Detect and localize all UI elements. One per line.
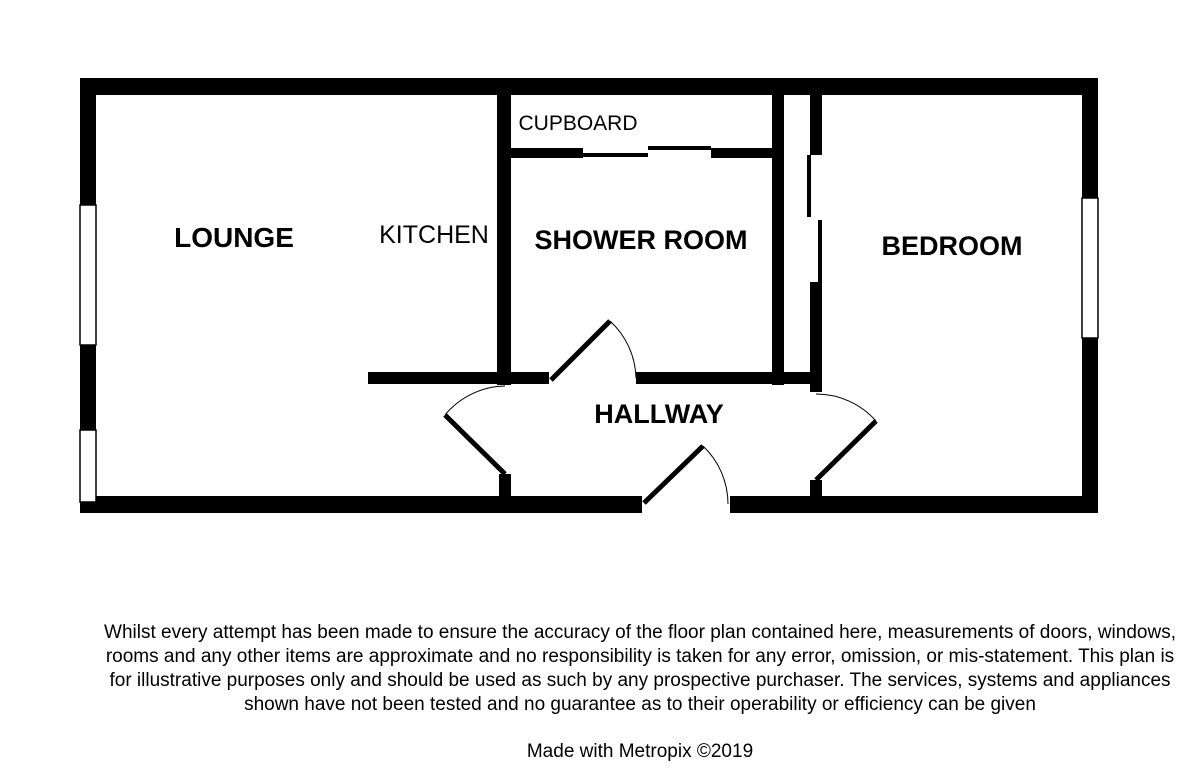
disclaimer-text: Whilst every attempt has been made to en… (104, 622, 1176, 715)
interior-walls (368, 95, 822, 496)
wardrobe-sliding-door-2 (818, 220, 822, 282)
room-label-cupboard: CUPBOARD (518, 112, 637, 135)
wall-bottom-right (730, 496, 1098, 513)
wall-bedroom-left-lower (810, 282, 822, 392)
wall-top (80, 78, 1098, 95)
cupboard-sliding-door-1 (583, 153, 648, 157)
wall-hallway-left-stub (499, 474, 511, 496)
wall-lounge-hallway (368, 372, 549, 384)
door-bedroom-leaf (814, 419, 878, 482)
room-label-kitchen: KITCHEN (379, 221, 489, 249)
wall-cupboard-left (511, 148, 583, 158)
door-shower-swing (609, 320, 637, 379)
doors (443, 319, 878, 505)
door-lounge-leaf (443, 413, 507, 476)
wardrobe-sliding-door-1 (807, 155, 811, 217)
credit-text: Made with Metropix ©2019 (526, 741, 754, 762)
room-label-hallway: HALLWAY (594, 399, 724, 429)
window-bedroom (1081, 197, 1099, 339)
outer-walls (80, 78, 1098, 513)
wall-hallway-right-stub (810, 480, 822, 496)
wall-kitchen-shower (497, 95, 511, 385)
room-label-lounge: LOUNGE (174, 222, 294, 253)
door-entrance-swing (702, 445, 729, 505)
wall-hallway-top (636, 372, 820, 384)
wall-cupboard-right (711, 148, 772, 158)
cupboard-sliding-door-2 (648, 146, 711, 150)
door-bedroom-swing (815, 393, 877, 422)
wall-shower-right (772, 95, 784, 385)
window-lounge-upper (79, 204, 97, 346)
window-lounge-lower (79, 429, 97, 503)
windows (79, 197, 1099, 503)
wall-bottom-left (88, 496, 642, 513)
door-lounge-swing (444, 385, 506, 416)
floor-plan: LOUNGE KITCHEN CUPBOARD SHOWER ROOM BEDR… (79, 78, 1099, 513)
wall-bedroom-left-upper (810, 95, 822, 155)
door-shower-leaf (549, 319, 612, 382)
room-label-bedroom: BEDROOM (882, 231, 1023, 261)
room-label-shower-room: SHOWER ROOM (535, 225, 748, 255)
door-entrance-leaf (642, 444, 705, 505)
